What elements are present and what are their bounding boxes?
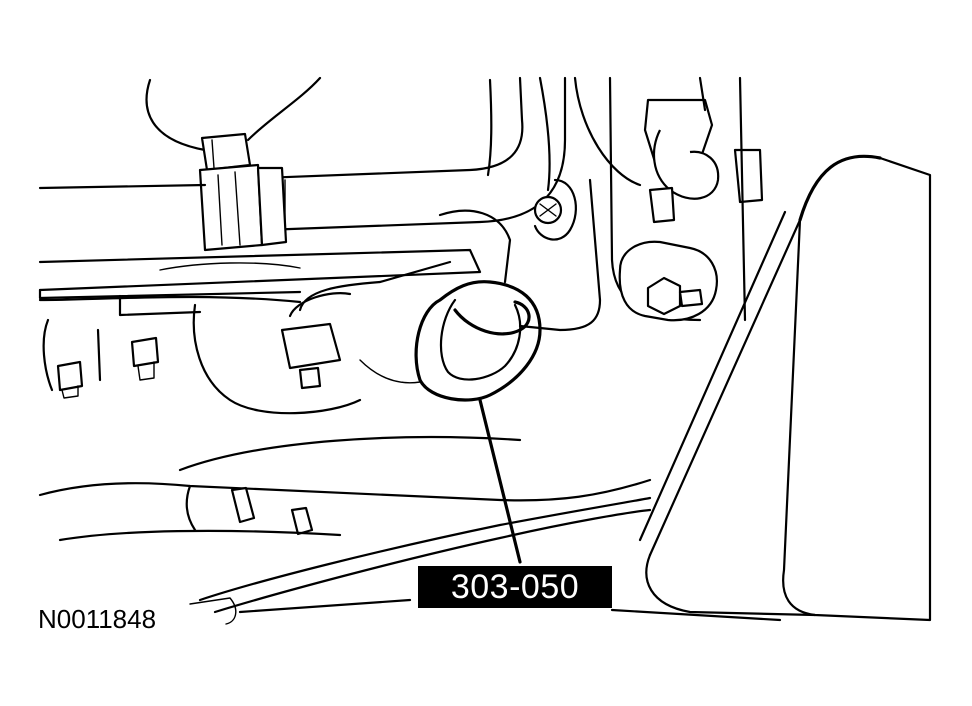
mounting-studs [42, 318, 322, 399]
lower-bracket [178, 260, 522, 472]
hose-clamp [198, 132, 288, 252]
tool-number-callout: 303-050 [418, 566, 612, 608]
connector-bracket [438, 178, 602, 332]
special-tool-303-050 [414, 280, 542, 564]
mounting-bolt [618, 240, 718, 322]
lower-hoses [38, 478, 782, 625]
figure-id-label: N0011848 [38, 604, 157, 634]
frame-rail [38, 183, 482, 317]
front-panel [638, 154, 932, 622]
upper-housing [145, 76, 551, 192]
